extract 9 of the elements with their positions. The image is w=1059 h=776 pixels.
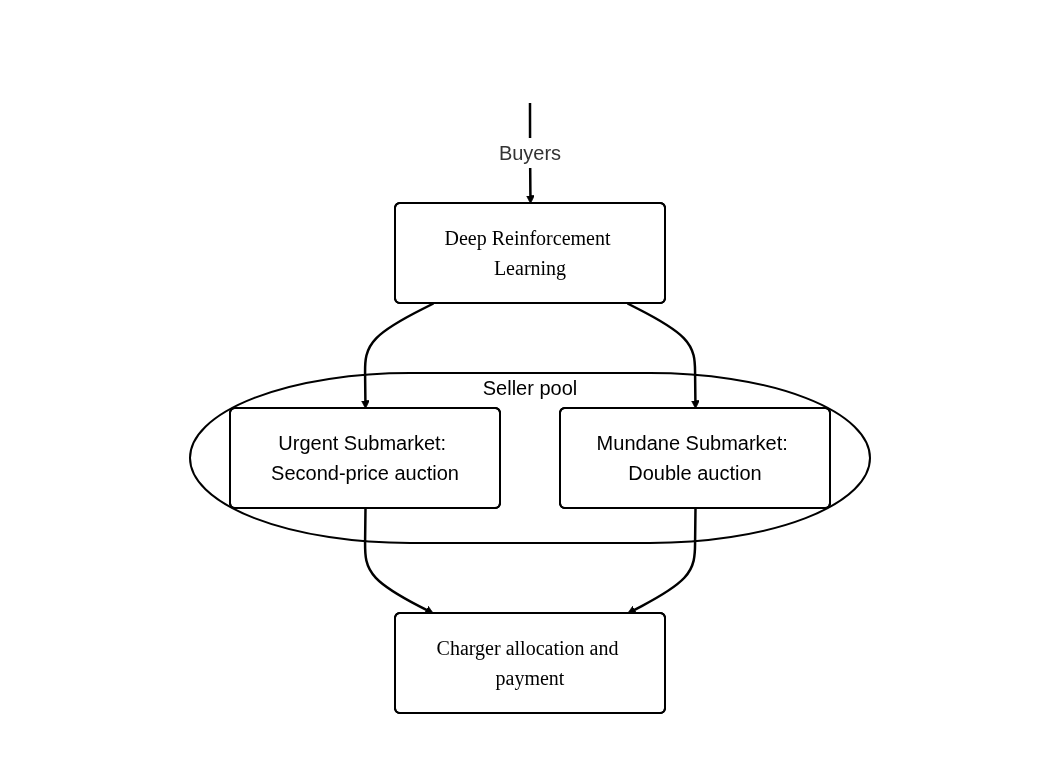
node-text: Deep Reinforcement Learning <box>443 227 611 279</box>
edge-label: Buyers <box>498 142 561 164</box>
node-text: Mundane Submarket: Double auction <box>596 432 788 484</box>
node-text: Urgent Submarket: Second-price auction <box>270 432 459 484</box>
arrow <box>626 302 700 409</box>
arrow <box>363 508 434 614</box>
node-text: Charger allocation and payment <box>436 637 618 689</box>
arrow <box>360 302 434 409</box>
arrow <box>626 508 697 614</box>
